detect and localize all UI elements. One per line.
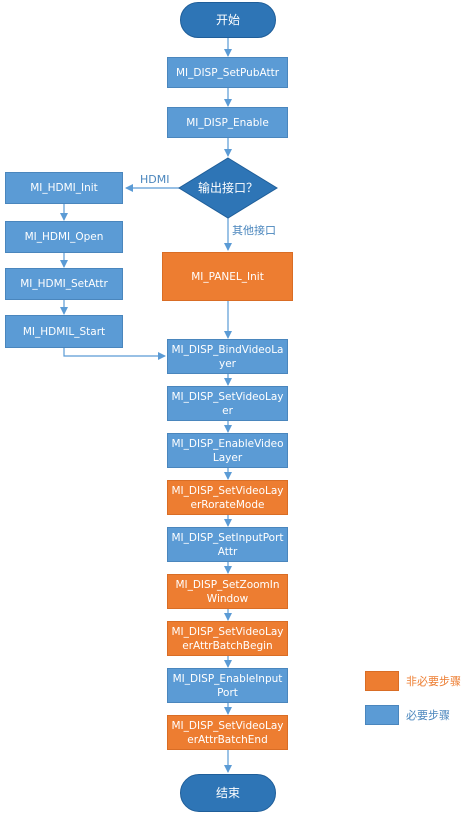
legend-label-required: 必要步骤 (406, 709, 450, 722)
step-disp-enable: MI_DISP_Enable (167, 107, 288, 138)
end-terminator: 结束 (180, 774, 276, 812)
step-set-video-layer: MI_DISP_SetVideoLayer (167, 386, 288, 421)
step-panel-init: MI_PANEL_Init (162, 252, 293, 301)
arrow-hdmi-start-to-bindlayer (63, 348, 166, 360)
legend-label-optional: 非必要步骤 (406, 675, 461, 688)
step-label: MI_DISP_SetZoomInWindow (175, 578, 280, 605)
step-label: MI_DISP_SetVideoLayerAttrBatchEnd (171, 719, 284, 746)
step-hdmi-open: MI_HDMI_Open (5, 221, 123, 253)
step-enable-video-layer: MI_DISP_EnableVideoLayer (167, 433, 288, 468)
step-hdmi-init: MI_HDMI_Init (5, 172, 123, 204)
step-label: MI_HDMI_Init (30, 182, 98, 194)
end-label: 结束 (215, 786, 240, 800)
legend-swatch-required (365, 705, 399, 725)
step-label: MI_DISP_BindVideoLayer (171, 343, 284, 370)
step-setpubattr: MI_DISP_SetPubAttr (167, 57, 288, 88)
step-label: MI_HDMI_Open (24, 231, 104, 243)
step-label: MI_DISP_SetVideoLayerAttrBatchBegin (171, 625, 284, 652)
decision-label: 输出接口？ (197, 181, 258, 195)
step-set-input-port-attr: MI_DISP_SetInputPortAttr (167, 527, 288, 562)
step-set-zoom-in-window: MI_DISP_SetZoomInWindow (167, 574, 288, 609)
step-enable-input-port: MI_DISP_EnableInputPort (167, 668, 288, 703)
step-attr-batch-end: MI_DISP_SetVideoLayerAttrBatchEnd (167, 715, 288, 750)
step-label: MI_HDMI_SetAttr (20, 278, 108, 290)
step-label: MI_DISP_SetVideoLayer (171, 390, 284, 417)
start-label: 开始 (215, 13, 240, 27)
step-label: MI_DISP_EnableVideoLayer (171, 437, 284, 464)
step-bind-video-layer: MI_DISP_BindVideoLayer (167, 339, 288, 374)
step-label: MI_PANEL_Init (191, 270, 264, 283)
step-label: MI_DISP_SetPubAttr (175, 66, 280, 79)
start-terminator: 开始 (180, 2, 276, 38)
step-attr-batch-begin: MI_DISP_SetVideoLayerAttrBatchBegin (167, 621, 288, 656)
step-label: MI_DISP_Enable (186, 116, 269, 129)
step-label: MI_DISP_SetInputPortAttr (171, 531, 284, 558)
step-hdmi-setattr: MI_HDMI_SetAttr (5, 268, 123, 300)
branch-label-other: 其他接口 (232, 224, 276, 237)
step-hdmi-start: MI_HDMIL_Start (5, 315, 123, 348)
legend-swatch-optional (365, 671, 399, 691)
step-set-layer-rotate-mode: MI_DISP_SetVideoLayerRorateMode (167, 480, 288, 515)
decision-diamond (178, 157, 278, 219)
step-label: MI_DISP_EnableInputPort (172, 672, 283, 699)
step-label: MI_HDMIL_Start (22, 325, 106, 338)
step-label: MI_DISP_SetVideoLayerRorateMode (171, 484, 284, 511)
branch-label-hdmi: HDMI (140, 173, 170, 186)
